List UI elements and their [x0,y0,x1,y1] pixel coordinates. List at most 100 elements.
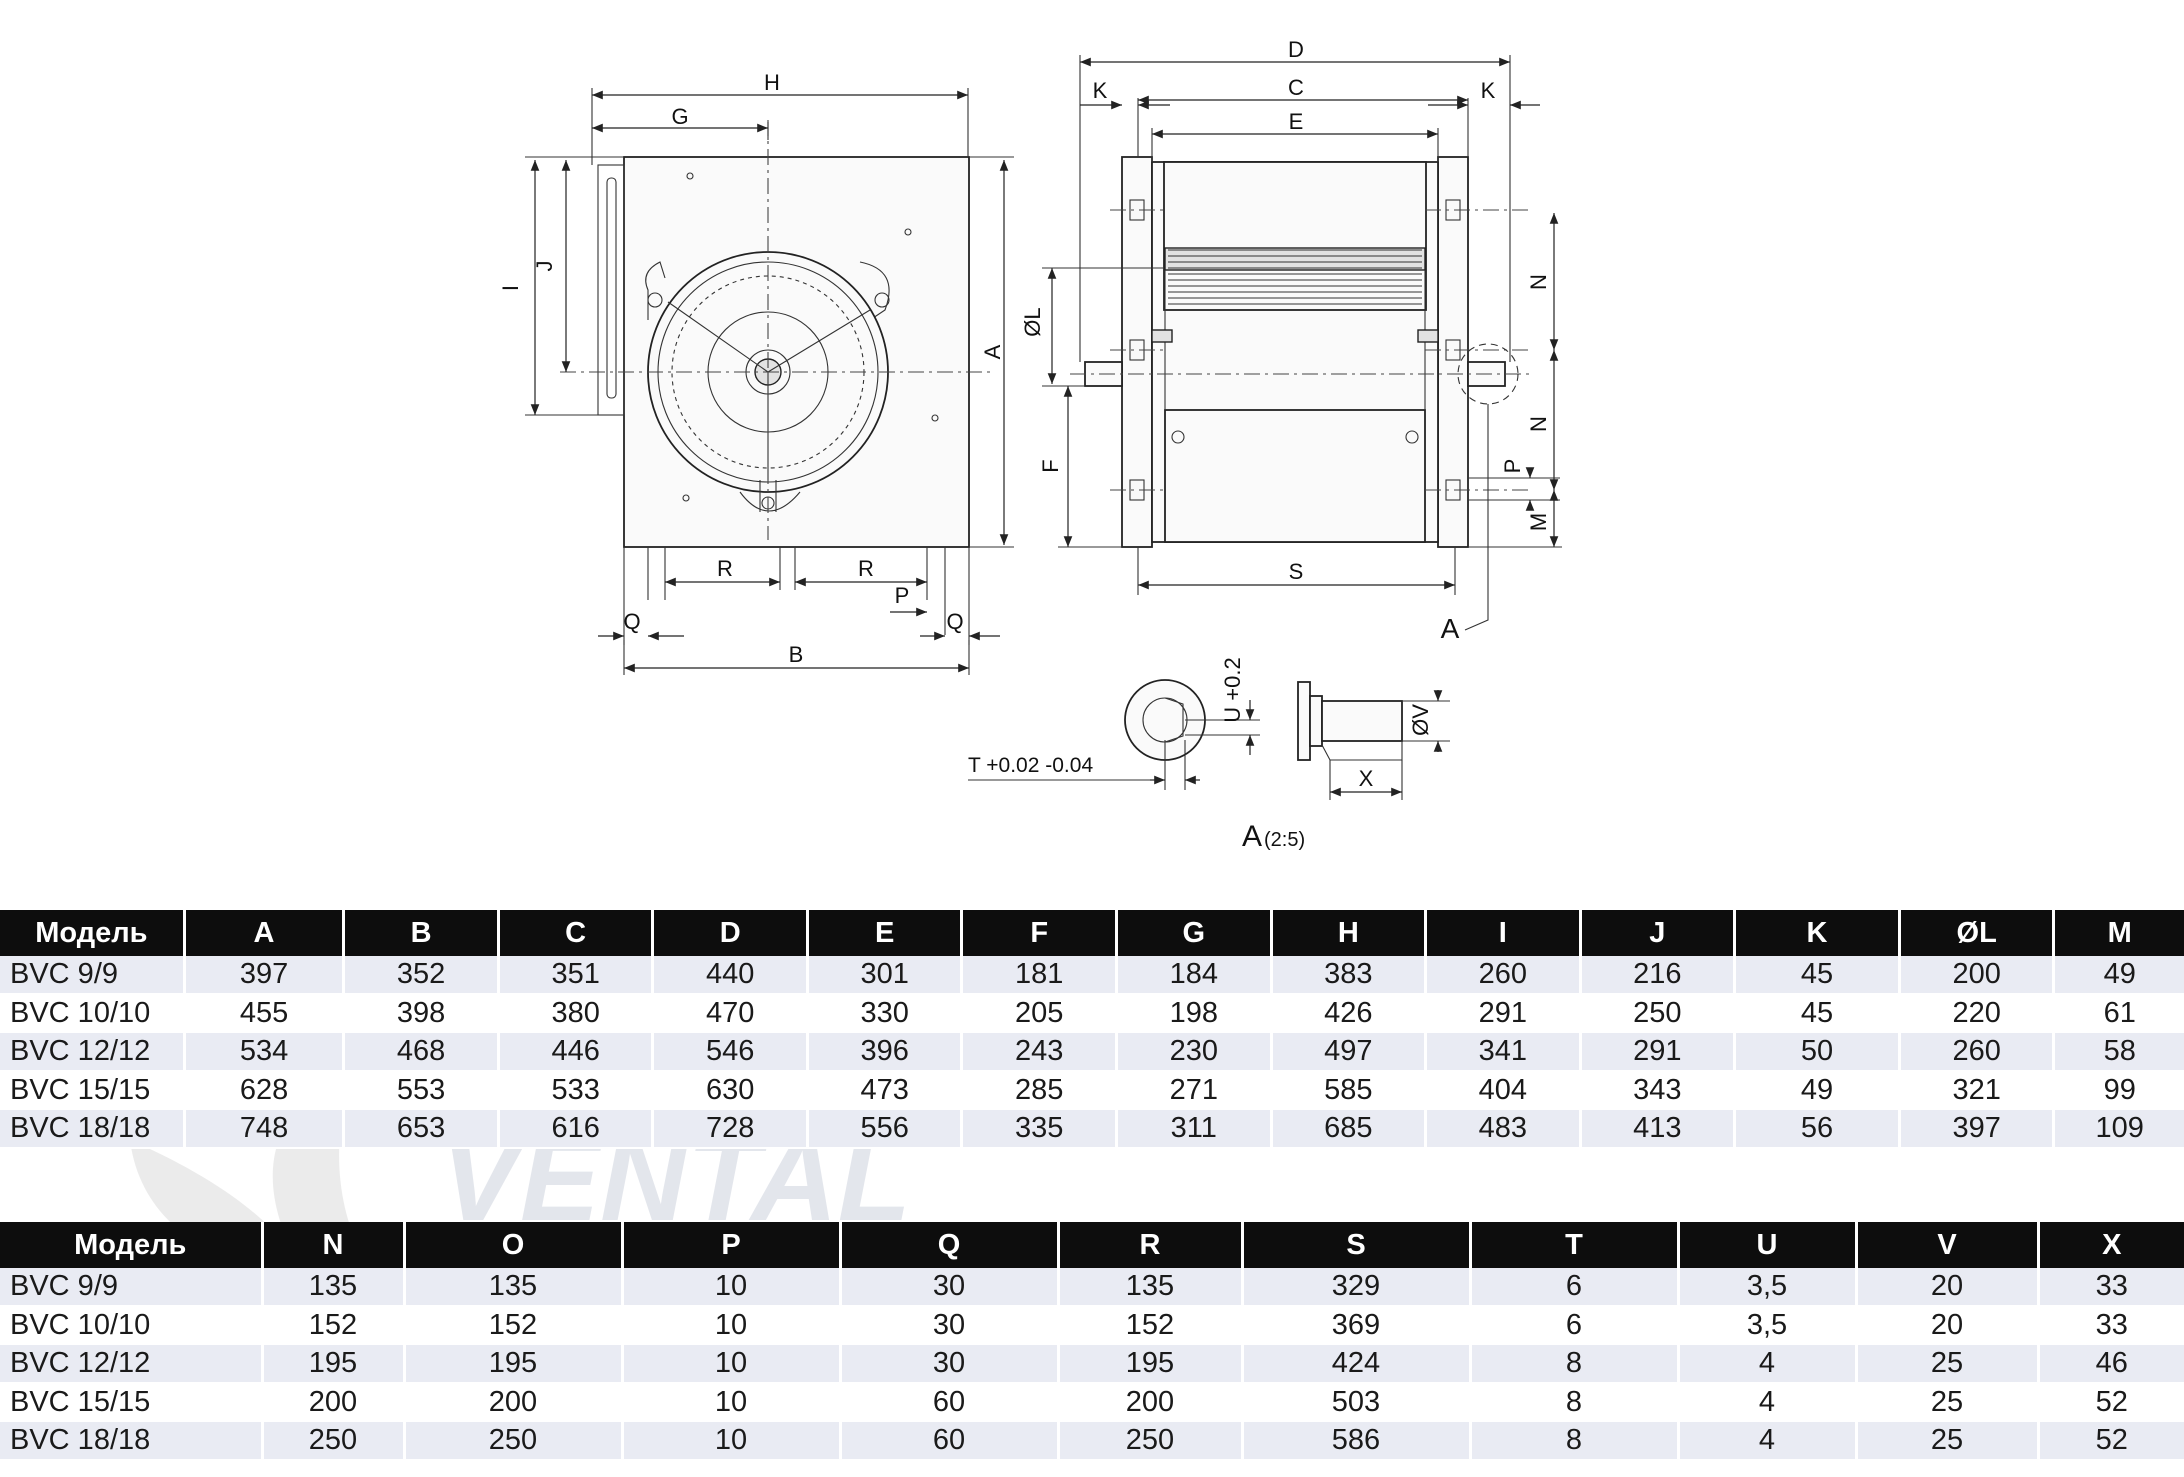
dim-label-s: S [1289,559,1304,584]
dim-label-b: B [789,642,804,667]
value-cell: 8 [1468,1344,1678,1383]
model-name-cell: BVC 18/18 [0,1109,185,1148]
value-cell: 497 [1269,1032,1426,1071]
value-cell: 60 [838,1382,1058,1421]
value-cell: 220 [1897,993,2054,1032]
value-cell: 369 [1240,1305,1470,1344]
value-cell: 181 [960,956,1117,994]
dim-label-d: D [1288,37,1304,62]
value-cell: 330 [805,993,962,1032]
value-cell: 250 [260,1421,404,1460]
dim-label-t: T +0.02 -0.04 [968,754,1093,777]
value-cell: 10 [620,1268,840,1306]
value-cell: 616 [496,1109,653,1148]
dim-label-i: I [498,285,523,291]
dim-label-n-top: N [1526,274,1551,290]
value-cell: 10 [620,1382,840,1421]
value-cell: 50 [1733,1032,1900,1071]
header-cell-i: I [1424,910,1581,956]
side-view: D K K C E ØL F N N P M S A [1020,37,1562,644]
value-cell: 200 [402,1382,622,1421]
value-cell: 10 [620,1344,840,1383]
value-cell: 468 [342,1032,499,1071]
dim-label-r-left: R [717,556,733,581]
value-cell: 291 [1424,993,1581,1032]
value-cell: 198 [1115,993,1272,1032]
value-cell: 30 [838,1344,1058,1383]
value-cell: 45 [1733,993,1900,1032]
value-cell: 8 [1468,1421,1678,1460]
header-cell-a: A [182,910,344,956]
value-cell: 383 [1269,956,1426,994]
value-cell: 250 [402,1421,622,1460]
dim-label-k-left: K [1093,78,1108,103]
header-cell-m: M [2052,910,2184,956]
value-cell: 135 [402,1268,622,1306]
value-cell: 311 [1115,1109,1272,1148]
value-cell: 473 [805,1070,962,1109]
detail-callout-a: A [1441,613,1460,644]
value-cell: 200 [260,1382,404,1421]
value-cell: 455 [182,993,344,1032]
dim-label-e: E [1289,109,1304,134]
header-cell-r: R [1056,1222,1242,1268]
model-name-cell: BVC 18/18 [0,1421,262,1460]
header-cell-dia-l: ØL [1897,910,2054,956]
value-cell: 483 [1424,1109,1581,1148]
header-cell-k: K [1733,910,1900,956]
dim-label-n-bottom: N [1526,416,1551,432]
dim-label-x: X [1359,766,1374,791]
value-cell: 335 [960,1109,1117,1148]
value-cell: 404 [1424,1070,1581,1109]
value-cell: 250 [1578,993,1735,1032]
model-name-cell: BVC 12/12 [0,1344,262,1383]
dim-label-k-right: K [1481,78,1496,103]
value-cell: 426 [1269,993,1426,1032]
value-cell: 503 [1240,1382,1470,1421]
header-cell-p: P [620,1222,840,1268]
value-cell: 205 [960,993,1117,1032]
value-cell: 285 [960,1070,1117,1109]
value-cell: 152 [402,1305,622,1344]
value-cell: 397 [1897,1109,2054,1148]
detail-scale: (2:5) [1264,829,1305,851]
value-cell: 99 [2052,1070,2184,1109]
header-cell-s: S [1240,1222,1470,1268]
value-cell: 260 [1424,956,1581,994]
header-cell-d: D [651,910,808,956]
dim-label-r-right: R [858,556,874,581]
front-view: H G I J A R R P Q Q B [498,70,1014,675]
value-cell: 424 [1240,1344,1470,1383]
value-cell: 329 [1240,1268,1470,1306]
dim-label-p-side: P [1500,459,1525,474]
value-cell: 534 [182,1032,344,1071]
dim-label-j: J [532,261,557,272]
value-cell: 243 [960,1032,1117,1071]
value-cell: 630 [651,1070,808,1109]
header-cell-b: B [342,910,499,956]
value-cell: 10 [620,1305,840,1344]
value-cell: 4 [1676,1344,1856,1383]
header-cell-f: F [960,910,1117,956]
value-cell: 30 [838,1268,1058,1306]
header-cell-j: J [1578,910,1735,956]
value-cell: 195 [402,1344,622,1383]
value-cell: 585 [1269,1070,1426,1109]
value-cell: 748 [182,1109,344,1148]
header-cell-e: E [805,910,962,956]
value-cell: 260 [1897,1032,2054,1071]
header-cell-n: N [260,1222,404,1268]
value-cell: 398 [342,993,499,1032]
header-cell-model: Модель [0,1222,262,1268]
value-cell: 413 [1578,1109,1735,1148]
value-cell: 685 [1269,1109,1426,1148]
value-cell: 341 [1424,1032,1581,1071]
dim-label-f: F [1038,459,1063,472]
value-cell: 10 [620,1421,840,1460]
value-cell: 109 [2052,1109,2184,1148]
